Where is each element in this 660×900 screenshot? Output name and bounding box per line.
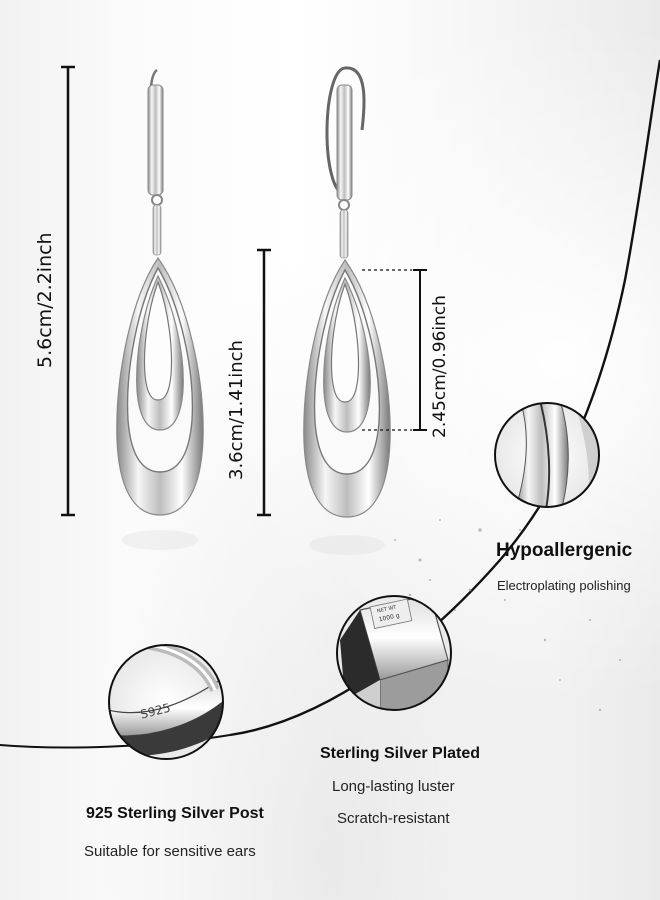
total-length-label: 5.6cm/2.2inch [34,232,56,368]
bar-stamp-line1: NET WT [377,604,398,614]
dimension-line-total [61,65,75,517]
detail-circle-hypoallergenic [494,402,600,508]
dimension-line-pendant [257,248,271,517]
inner-length-label: 2.45cm/0.96inch [430,295,450,438]
sterling-post-subtitle: Suitable for sensitive ears [84,843,256,860]
hypoallergenic-subtitle: Electroplating polishing [497,578,631,593]
sterling-plated-title: Sterling Silver Plated [320,745,481,762]
hypoallergenic-title: Hypoallergenic [496,540,633,561]
detail-circle-925-post: S925 [108,644,224,760]
sterling-plated-line-1: Long-lasting luster [332,778,455,795]
earring-left [116,68,204,550]
pendant-length-label: 3.6cm/1.41inch [226,340,247,480]
detail-circle-sterling-bar: NET WT 1000 g [336,595,452,711]
sterling-post-title: 925 Sterling Silver Post [86,805,264,822]
dimension-line-inner [362,269,427,431]
sterling-plated-line-2: Scratch-resistant [337,810,450,827]
earring-right [303,66,391,555]
bar-stamp-line2: 1000 g [378,612,400,623]
sparkle-specks [394,519,621,712]
